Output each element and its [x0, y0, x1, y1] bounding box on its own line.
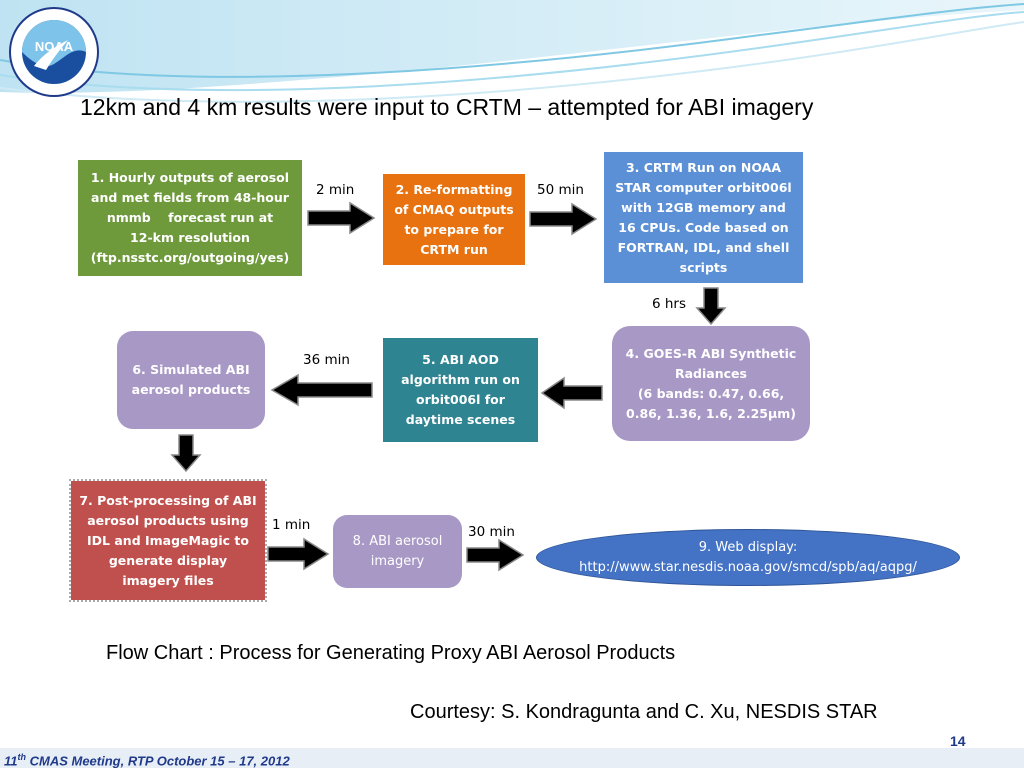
arrow-left-icon [270, 373, 373, 407]
step-3-line: scripts [679, 259, 728, 275]
arrow-right-icon [466, 538, 525, 572]
duration-label: 2 min [316, 182, 355, 198]
step-2-box: 2. Re-formatting of CMAQ outputs to prep… [383, 174, 525, 265]
footer-meeting-text: 11th CMAS Meeting, RTP October 15 – 17, … [4, 752, 290, 768]
step-2-line: CRTM run [420, 241, 488, 257]
step-5-line: orbit006l for [416, 392, 505, 407]
header-wave-decoration [0, 0, 1024, 103]
step-1-line: and met fields from 48-hour [91, 190, 289, 205]
page-number: 14 [950, 733, 966, 749]
slide-title: 12km and 4 km results were input to CRTM… [80, 94, 814, 120]
footer-ordinal: 11 [4, 753, 18, 768]
step-3-box: 3. CRTM Run on NOAA STAR computer orbit0… [604, 152, 803, 283]
duration-label: 1 min [272, 517, 311, 533]
step-1-line: (ftp.nsstc.org/outgoing/yes) [90, 250, 290, 265]
step-1-box: 1. Hourly outputs of aerosol and met fie… [78, 160, 302, 276]
step-9-web-display-box[interactable]: 9. Web display: http://www.star.nesdis.n… [536, 529, 960, 586]
step-5-line: daytime scenes [405, 412, 516, 427]
step-4-box: 4. GOES-R ABI Synthetic Radiances (6 ban… [612, 326, 810, 441]
step-2-line: to prepare for [404, 221, 504, 237]
footer-bar [0, 748, 1024, 768]
arrow-right-icon [529, 202, 598, 236]
duration-label: 30 min [468, 524, 515, 540]
footer-text: CMAS Meeting, RTP October 15 – 17, 2012 [26, 753, 290, 768]
step-1-line: 1. Hourly outputs of aerosol [90, 170, 290, 185]
step-4-line: Radiances [675, 365, 747, 381]
step-6-line: aerosol products [131, 382, 251, 397]
step-2-line: 2. Re-formatting [395, 181, 513, 197]
web-display-link[interactable]: http://www.star.nesdis.noaa.gov/smcd/spb… [579, 559, 917, 575]
step-6-box: 6. Simulated ABI aerosol products [117, 331, 265, 429]
step-7-line: 7. Post-processing of ABI [79, 492, 257, 508]
step-5-box: 5. ABI AOD algorithm run on orbit006l fo… [383, 338, 538, 442]
step-3-line: 16 CPUs. Code based on [618, 219, 789, 235]
step-2-line: of CMAQ outputs [394, 201, 514, 217]
step-7-line: generate display [108, 552, 228, 568]
step-1-line: 12-km resolution [130, 230, 250, 245]
flow-chart-caption: Flow Chart : Process for Generating Prox… [106, 642, 676, 664]
step-4-line: 4. GOES-R ABI Synthetic [625, 345, 797, 361]
arrow-right-icon [267, 537, 330, 571]
noaa-logo: NOAA [9, 7, 99, 97]
arrow-right-icon [307, 201, 376, 235]
duration-label: 50 min [537, 182, 584, 198]
courtesy-credit: Courtesy: S. Kondragunta and C. Xu, NESD… [410, 701, 878, 723]
step-5-line: algorithm run on [401, 372, 520, 387]
step-7-line: aerosol products using [87, 512, 249, 528]
step-9-line: 9. Web display: [698, 539, 798, 555]
duration-label: 36 min [303, 352, 350, 368]
arrow-down-icon [170, 434, 202, 473]
step-4-line: 0.86, 1.36, 1.6, 2.25μm) [626, 405, 796, 421]
arrow-down-icon [695, 287, 727, 326]
step-5-line: 5. ABI AOD [422, 352, 499, 367]
step-6-line: 6. Simulated ABI [132, 362, 250, 377]
step-8-line: 8. ABI aerosol [352, 533, 443, 549]
step-4-line: (6 bands: 0.47, 0.66, [637, 385, 785, 401]
step-7-box: 7. Post-processing of ABI aerosol produc… [69, 479, 267, 602]
step-7-line: IDL and ImageMagic to [87, 532, 249, 548]
step-1-line: nmmb forecast run at [106, 210, 274, 225]
footer-ordinal-suffix: th [17, 752, 27, 762]
step-7-line: imagery files [122, 572, 214, 588]
step-8-line: imagery [370, 553, 425, 569]
step-8-box: 8. ABI aerosol imagery [333, 515, 462, 588]
step-3-line: with 12GB memory and [621, 199, 786, 215]
noaa-logo-text: NOAA [35, 39, 74, 54]
arrow-left-icon [540, 376, 603, 410]
step-3-line: 3. CRTM Run on NOAA [625, 159, 782, 175]
step-3-line: FORTRAN, IDL, and shell [617, 239, 790, 255]
step-3-line: STAR computer orbit006l [615, 179, 792, 195]
duration-label: 6 hrs [652, 296, 687, 312]
